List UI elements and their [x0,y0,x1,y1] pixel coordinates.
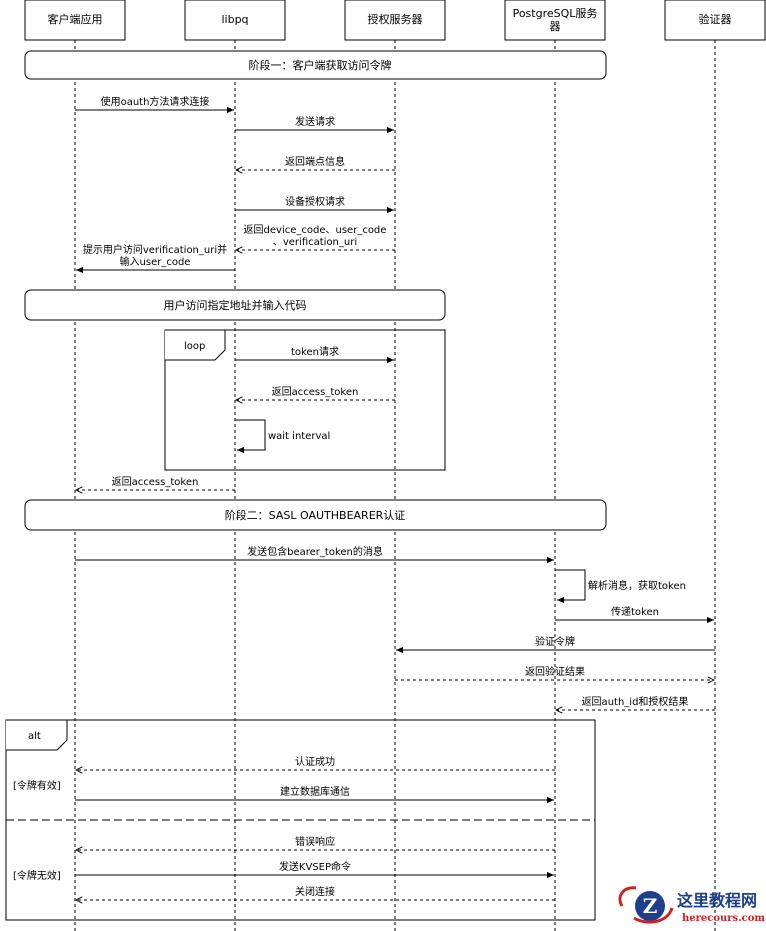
phase-one-bar: 阶段一：客户端获取访问令牌 [24,50,607,80]
message-label-m6: 提示用户访问verification_uri并输入user_code [83,243,227,268]
message-m13: 传递token [555,605,714,624]
watermark-site-name: 这里教程网 [677,891,757,910]
actor-auth: 授权服务器 [344,0,446,41]
message-label-m13: 传递token [611,605,659,618]
loop-label: loop [184,341,205,352]
message-label-m3: 返回端点信息 [285,155,345,168]
actor-label-validator: 验证器 [699,12,732,26]
message-m5: 返回device_code、user_code、verification_uri [236,224,395,250]
message-label-m17: 认证成功 [295,755,335,768]
message-m17: 认证成功 [76,755,555,770]
alt-frame: alt [令牌有效] [令牌无效] [5,719,596,921]
message-m2: 发送请求 [235,115,394,134]
message-label-m11: 发送包含bearer_token的消息 [247,545,383,558]
message-label-m14: 验证令牌 [535,635,575,648]
watermark-logo-icon: Z [618,886,674,924]
phase-two-label: 阶段二：SASL OAUTHBEARER认证 [225,508,406,522]
message-label-m5: 返回device_code、user_code、verification_uri [244,224,387,248]
actor-label-pg: PostgreSQL服务器 [513,7,598,33]
message-label-m12: 解析消息，获取token [588,579,686,592]
actor-label-libpq: libpq [221,13,248,26]
loop-frame: loop [164,329,446,471]
message-label-m20: 发送KVSEP命令 [279,860,351,873]
message-label-m9: wait interval [268,431,330,442]
actor-client: 客户端应用 [24,0,126,41]
message-m14: 验证令牌 [396,635,715,654]
watermark: Z 这里教程网 herecours.com [618,886,765,924]
lifelines [74,40,716,931]
message-m21: 关闭连接 [76,885,555,900]
message-label-m19: 错误响应 [295,835,335,848]
actor-pg: PostgreSQL服务器 [504,0,606,41]
actor-boxes: 客户端应用 libpq 授权服务器 PostgreSQL服务器 验证器 [24,0,766,41]
message-m12: 解析消息，获取token [555,569,686,604]
user-visit-label: 用户访问指定地址并输入代码 [164,298,307,312]
message-label-m1: 使用oauth方法请求连接 [101,95,210,108]
alt-condition-valid: [令牌有效] [13,779,61,792]
message-label-m21: 关闭连接 [295,885,335,898]
message-m9: wait interval [235,419,330,454]
message-label-m15: 返回验证结果 [525,665,585,678]
message-m20: 发送KVSEP命令 [75,860,554,879]
message-label-m4: 设备授权请求 [285,195,345,208]
message-label-m16: 返回auth_id和授权结果 [582,695,689,708]
message-m18: 建立数据库通信 [75,785,554,804]
message-label-m7: token请求 [291,345,339,358]
message-m1: 使用oauth方法请求连接 [75,95,234,114]
actor-label-auth: 授权服务器 [368,12,423,26]
actor-validator: 验证器 [664,0,766,41]
messages: 使用oauth方法请求连接发送请求返回端点信息设备授权请求返回device_co… [75,95,715,900]
message-m15: 返回验证结果 [395,665,714,680]
alt-label: alt [28,731,41,742]
user-visit-bar: 用户访问指定地址并输入代码 [24,289,446,321]
message-m11: 发送包含bearer_token的消息 [75,545,554,564]
actor-libpq: libpq [184,0,286,41]
message-m8: 返回access_token [236,386,395,400]
message-arrow-m12 [555,569,586,604]
watermark-site-url: herecours.com [682,913,765,924]
message-arrow-m9 [235,419,266,454]
phase-two-bar: 阶段二：SASL OAUTHBEARER认证 [24,499,607,531]
message-label-m10: 返回access_token [112,476,199,488]
message-label-m8: 返回access_token [272,386,359,398]
message-label-m18: 建立数据库通信 [280,785,350,798]
message-m10: 返回access_token [76,476,235,490]
watermark-logo-letter: Z [643,894,658,918]
message-m7: token请求 [235,345,394,364]
message-m16: 返回auth_id和授权结果 [556,695,715,710]
message-m6: 提示用户访问verification_uri并输入user_code [76,243,235,274]
message-label-m2: 发送请求 [295,115,335,128]
actor-label-client: 客户端应用 [48,12,103,26]
message-m3: 返回端点信息 [236,155,395,170]
message-m4: 设备授权请求 [235,195,394,214]
message-m19: 错误响应 [76,835,555,850]
alt-condition-invalid: [令牌无效] [13,869,61,882]
phase-one-label: 阶段一：客户端获取访问令牌 [249,58,392,72]
